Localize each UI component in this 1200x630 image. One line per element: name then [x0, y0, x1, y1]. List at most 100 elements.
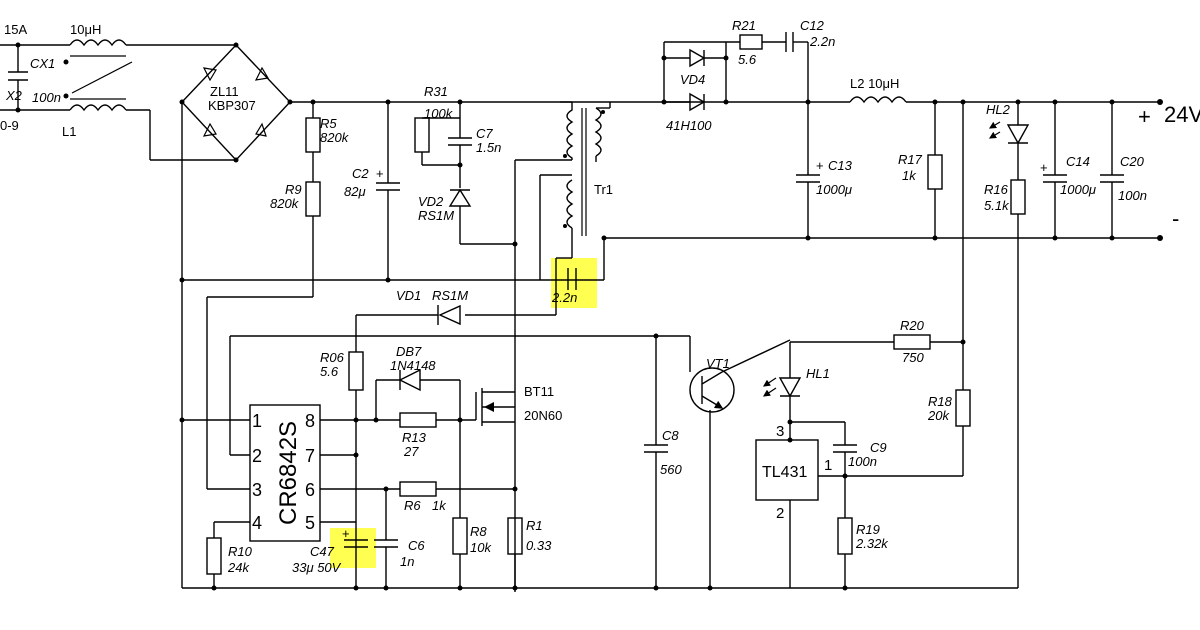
- c13-value-label: 1000μ: [816, 182, 852, 197]
- r8-value-label: 10k: [470, 540, 492, 555]
- c2-value-label: 82μ: [344, 184, 366, 199]
- output-voltage-label: 24V: [1164, 102, 1200, 127]
- bt11-value-label: 20N60: [524, 408, 562, 423]
- x2-label: X2: [5, 88, 23, 103]
- r17-value-label: 1k: [902, 168, 917, 183]
- ic-name-label: CR6842S: [275, 421, 302, 525]
- c13-plus: +: [816, 158, 824, 173]
- r6-value-label: 1k: [432, 498, 447, 513]
- db7-value-label: 1N4148: [390, 358, 436, 373]
- r6-label: R6: [404, 498, 421, 513]
- c8-value-label: 560: [660, 462, 682, 477]
- tl431-pin3-label: 3: [776, 423, 784, 440]
- feedback-section: [755, 334, 971, 588]
- controller-section: [179, 333, 1018, 591]
- l1-label: L1: [62, 124, 76, 139]
- c2-plus: +: [376, 166, 384, 181]
- cr6842s-ic: [249, 404, 321, 542]
- pin5-label: 5: [305, 513, 315, 533]
- hl1-label: HL1: [806, 366, 830, 381]
- l1-inductance-label: 10μH: [70, 22, 101, 37]
- pin1-label: 1: [252, 411, 262, 431]
- r1-value-label: 0.33: [526, 538, 552, 553]
- c6-label: C6: [408, 538, 425, 553]
- r31-label: R31: [424, 84, 448, 99]
- fuse-rating-label: 15A: [4, 22, 27, 37]
- c47-value-label: 33μ 50V: [292, 560, 342, 575]
- c8-label: C8: [662, 428, 679, 443]
- r8-label: R8: [470, 524, 487, 539]
- pin4-label: 4: [252, 513, 262, 533]
- r1-label: R1: [526, 518, 543, 533]
- bt11-label: BT11: [524, 384, 554, 399]
- hl2-label: HL2: [986, 102, 1011, 117]
- output-minus-sign: -: [1172, 206, 1179, 231]
- r10-value-label: 24k: [227, 560, 250, 575]
- c7-value-label: 1.5n: [476, 140, 501, 155]
- c13-label: C13: [828, 158, 853, 173]
- kbp307-label: KBP307: [208, 98, 256, 113]
- output-plus-sign: +: [1138, 104, 1151, 129]
- vd2-label: VD2: [418, 194, 444, 209]
- r06-label: R06: [320, 350, 345, 365]
- c9-value-label: 100n: [848, 454, 877, 469]
- r16-label: R16: [984, 182, 1009, 197]
- c47-label: C47: [310, 544, 335, 559]
- pin3-label: 3: [252, 480, 262, 500]
- bridge-rectifier: [179, 42, 610, 280]
- left-edge-fragment: 0-9: [0, 118, 19, 133]
- c9-label: C9: [870, 440, 887, 455]
- r17-label: R17: [898, 152, 923, 167]
- pin7-label: 7: [305, 446, 315, 466]
- pin6-label: 6: [305, 480, 315, 500]
- tr1-label: Tr1: [594, 182, 613, 197]
- r5-label: R5: [320, 116, 337, 131]
- highlight-snubber-cap: [551, 258, 597, 308]
- r31-value-label: 100k: [424, 106, 454, 121]
- c7-label: C7: [476, 126, 493, 141]
- zl11-label: ZL11: [210, 84, 239, 99]
- tl431-pin2-label: 2: [776, 505, 784, 522]
- l2-label: L2 10μH: [850, 76, 899, 91]
- c12-value-label: 2.2n: [809, 34, 835, 49]
- vd1-label: VD1: [396, 288, 421, 303]
- r5-value-label: 820k: [320, 130, 350, 145]
- db7-label: DB7: [396, 344, 422, 359]
- r9-label: R9: [285, 182, 302, 197]
- vd4-value-label: 41H100: [666, 118, 712, 133]
- r18-value-label: 20k: [927, 408, 950, 423]
- vd4-label: VD4: [680, 72, 705, 87]
- r13-value-label: 27: [403, 444, 419, 459]
- r20-value-label: 750: [902, 350, 924, 365]
- r9-value-label: 820k: [270, 196, 300, 211]
- r21-label: R21: [732, 18, 756, 33]
- vt1-label: VT1: [706, 356, 730, 371]
- highlight-c47: [330, 528, 376, 568]
- c20-value-label: 100n: [1118, 188, 1147, 203]
- tl431-ic: [755, 439, 819, 501]
- c14-label: C14: [1066, 154, 1090, 169]
- c20-label: C20: [1120, 154, 1145, 169]
- r13-label: R13: [402, 430, 427, 445]
- r10-label: R10: [228, 544, 253, 559]
- r19-value-label: 2.32k: [855, 536, 889, 551]
- output-side: [610, 32, 1163, 588]
- pin8-label: 8: [305, 411, 315, 431]
- cx1-label: CX1: [30, 56, 55, 71]
- input-filter: [0, 39, 236, 161]
- primary-side: [179, 99, 1160, 592]
- tl431-pin1-label: 1: [824, 457, 832, 474]
- r21-value-label: 5.6: [738, 52, 757, 67]
- tl431-label: TL431: [762, 464, 807, 481]
- c47-plus: +: [342, 526, 350, 541]
- vd2-value-label: RS1M: [418, 208, 454, 223]
- r06-value-label: 5.6: [320, 364, 339, 379]
- r19-label: R19: [856, 522, 880, 537]
- c14-value-label: 1000μ: [1060, 182, 1096, 197]
- pin2-label: 2: [252, 446, 262, 466]
- cx1-value-label: 100n: [32, 90, 61, 105]
- c12-label: C12: [800, 18, 825, 33]
- snubber-cap-value-label: 2.2n: [551, 290, 577, 305]
- r18-label: R18: [928, 394, 953, 409]
